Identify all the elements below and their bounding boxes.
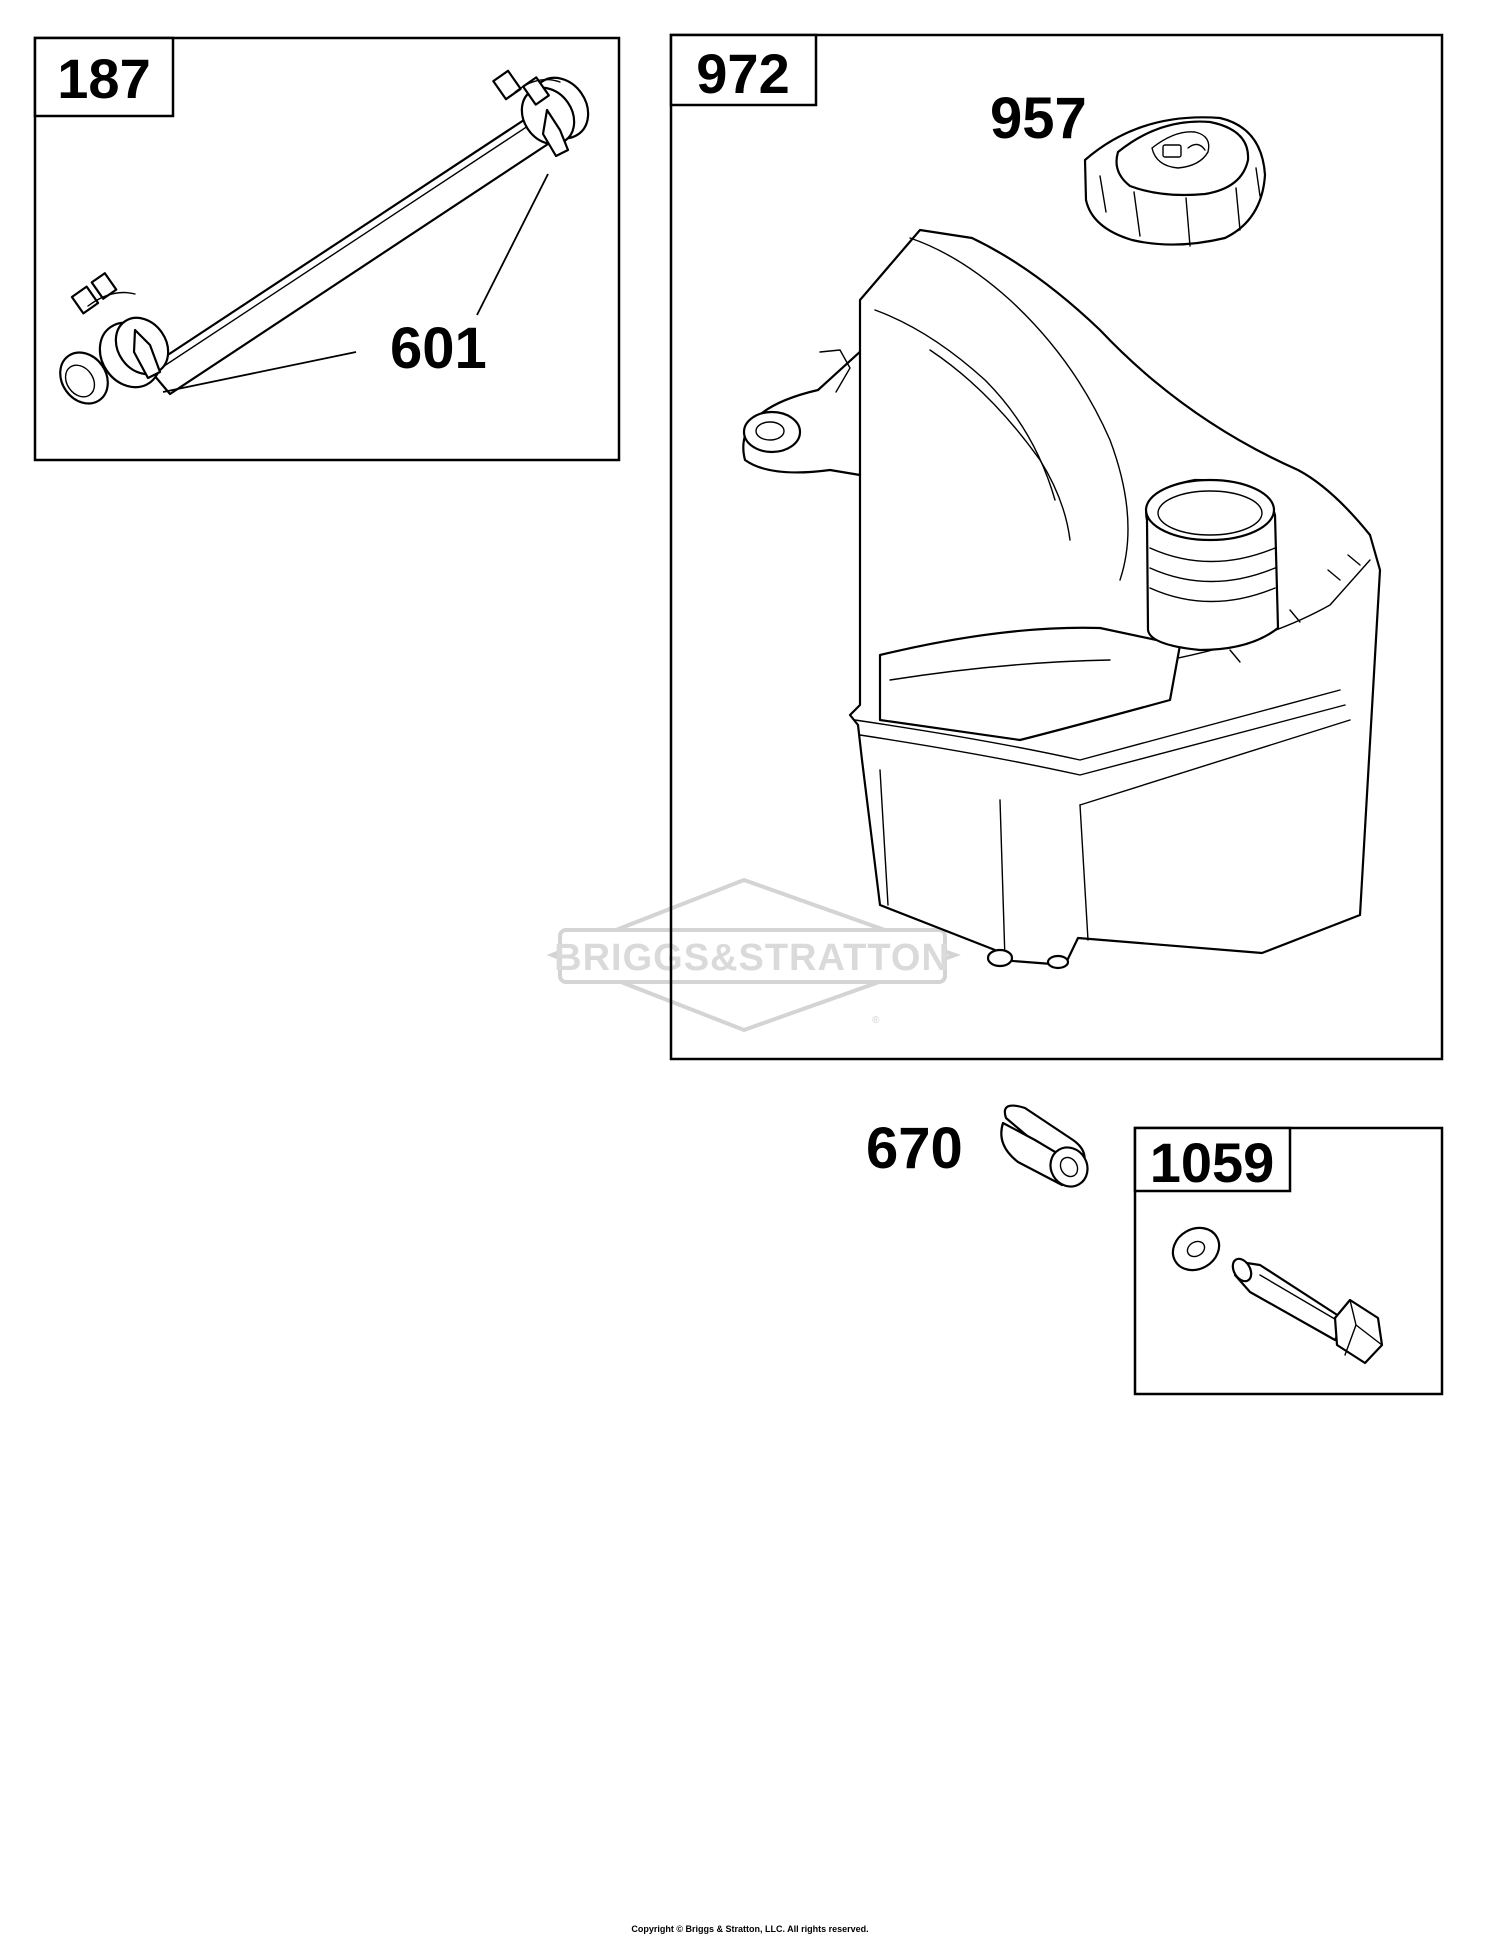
callout-670: 670 [866,1116,963,1181]
kit-1059-tab [1133,1126,1292,1193]
kit-972-tab [669,33,818,107]
tank-filler-neck [1144,478,1280,652]
shoulder-bolt-part [1231,1257,1384,1365]
brand-watermark: BRIGGS&STRATTON ® [546,877,961,1033]
watermark-text: BRIGGS&STRATTON [554,937,950,979]
hose-clamp-lower [59,272,170,405]
fuel-tank-part [742,228,1382,970]
fuel-cap-part [1083,116,1267,247]
kit-187-tab [33,36,175,118]
hose-clamp-upper [492,69,590,158]
callout-957: 957 [990,86,1087,151]
kit-1059-panel: 1059 [1133,1126,1444,1396]
kit-1059-label: 1059 [1150,1131,1275,1194]
washer-part [1171,1226,1221,1272]
copyright-footer: Copyright © Briggs & Stratton, LLC. All … [631,1924,869,1934]
callout-601: 601 [390,316,487,381]
kit-187-label: 187 [57,47,150,110]
kit-972-label: 972 [696,42,789,105]
watermark-registered-mark: ® [872,1015,880,1026]
spacer-bushing-part [1000,1104,1089,1188]
kit-187-panel: 187 [33,36,621,462]
fuel-hose-part [59,69,590,405]
kit-972-panel: 972 957 [669,33,1444,1061]
